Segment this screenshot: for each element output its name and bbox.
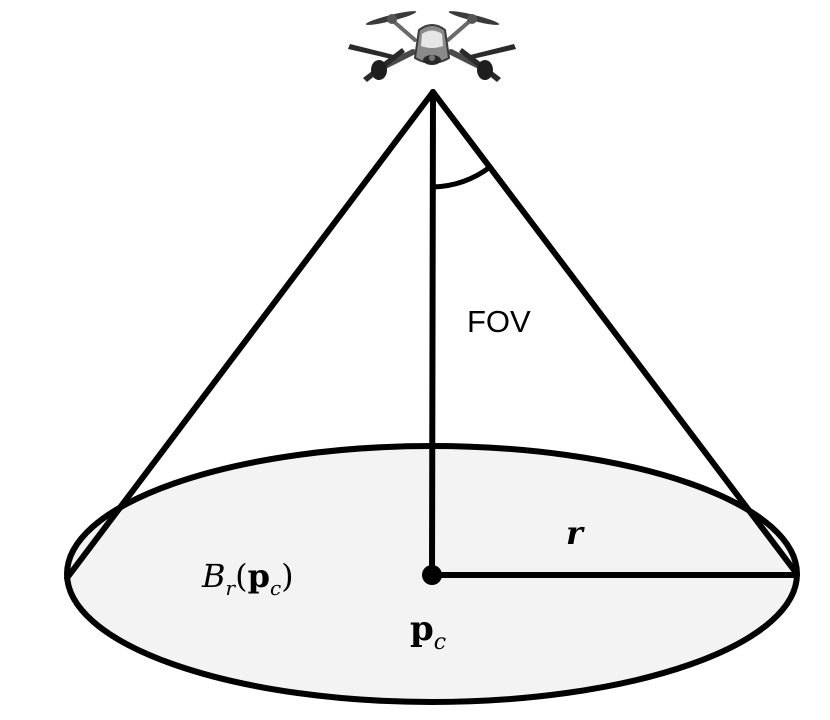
center-point-symbol: p [410,609,434,649]
radius-label: r [566,514,583,552]
set-symbol: B [202,557,226,595]
set-point-subscript: c [269,576,282,600]
center-point-label: pc [410,612,446,654]
fov-label: FOV [467,304,531,339]
set-point-symbol: p [247,557,270,595]
cone-right-edge [430,89,800,577]
cone-axis [429,89,436,578]
set-close-paren: ) [281,557,294,595]
center-point-subscript: c [433,630,447,655]
set-subscript: r [225,576,236,600]
coverage-set-label: Br(pc) [202,560,294,598]
cone-left-edge [64,89,436,581]
center-point-dot [422,565,442,585]
fov-angle-arc [430,164,493,190]
quadcopter-drone-icon [348,11,516,82]
set-open-paren: ( [235,557,248,595]
